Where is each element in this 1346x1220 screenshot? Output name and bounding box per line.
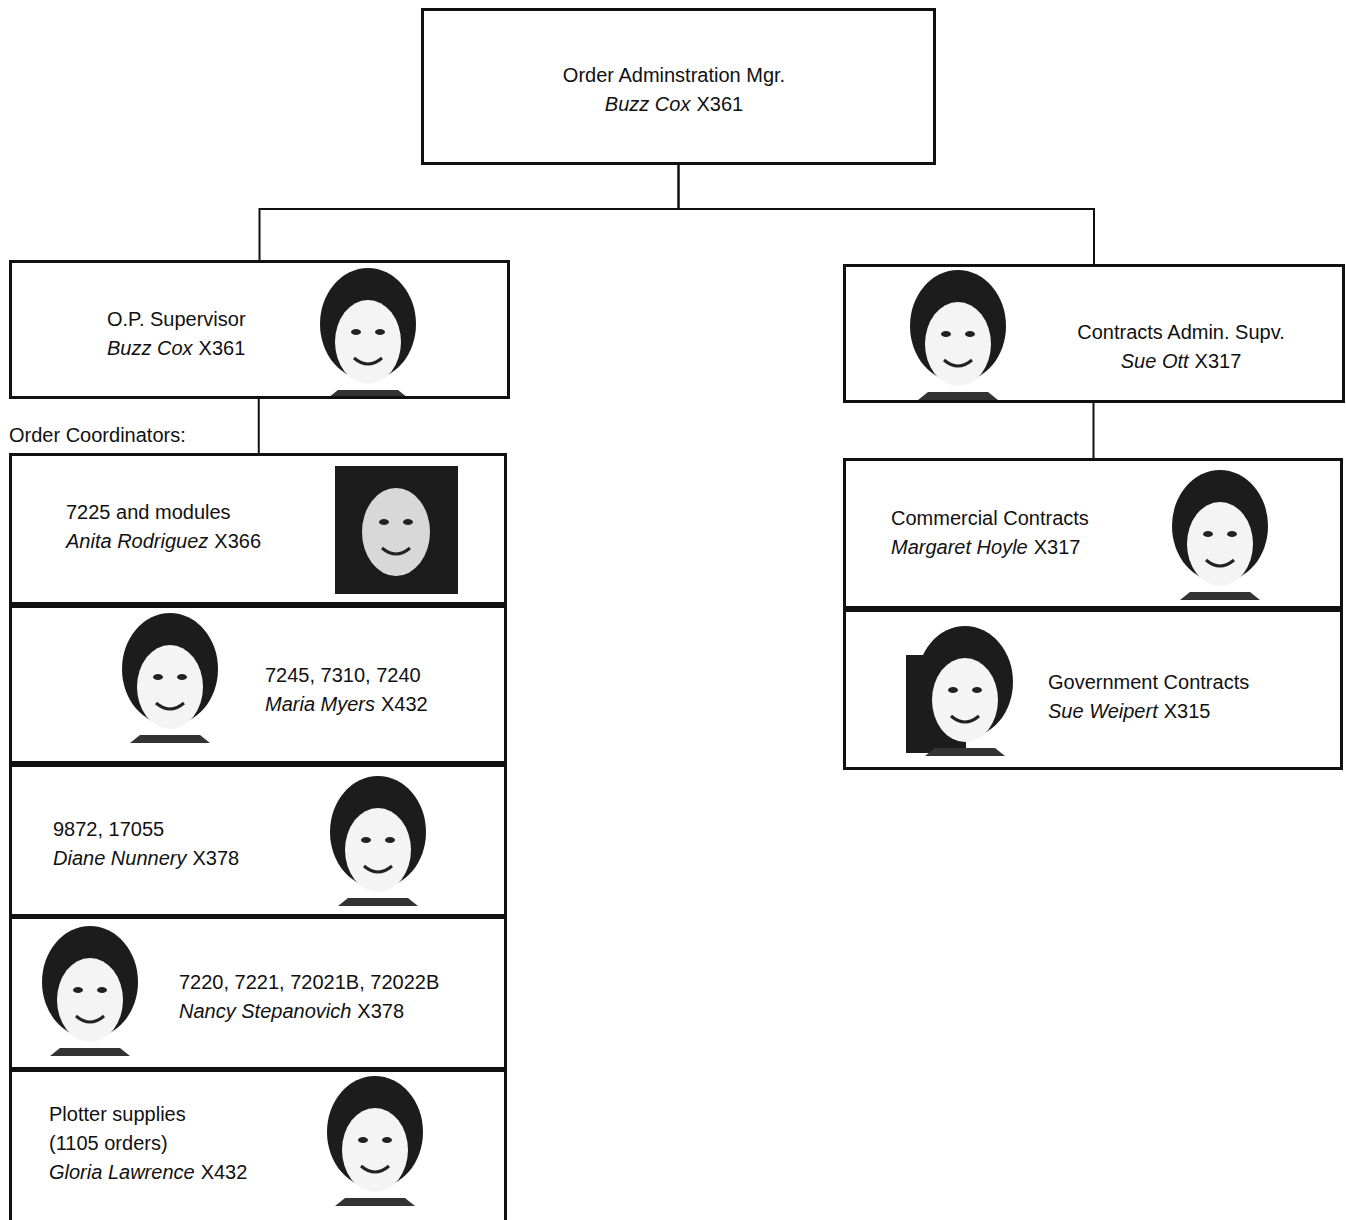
portrait	[906, 626, 1013, 756]
person-name: Maria Myers	[265, 693, 375, 715]
portrait	[42, 926, 138, 1056]
person-name: Anita Rodriguez	[66, 530, 208, 552]
manager-box: Order Adminstration Mgr.Buzz CoxX361	[421, 8, 936, 165]
phone-extension: X361	[696, 93, 743, 115]
person-name: Diane Nunnery	[53, 847, 186, 869]
box-text: 7225 and modulesAnita Rodriguez X366	[66, 498, 261, 556]
portrait	[320, 268, 416, 398]
role-title: Plotter supplies (1105 orders)	[49, 1100, 229, 1158]
person-name: Sue Ott	[1121, 350, 1189, 372]
phone-extension: X378	[357, 1000, 404, 1022]
box-text: 7220, 7221, 72021B, 72022BNancy Stepanov…	[179, 968, 439, 1026]
portrait	[122, 613, 218, 743]
phone-extension: X315	[1164, 700, 1211, 722]
phone-extension: X317	[1034, 536, 1081, 558]
role-title: Government Contracts	[1048, 668, 1249, 697]
name-line: Sue Weipert X315	[1048, 697, 1249, 726]
role-title: 7220, 7221, 72021B, 72022B	[179, 968, 439, 997]
reporting-line	[260, 165, 679, 260]
box-text: Contracts Admin. Supv. Sue Ott X317	[1046, 318, 1316, 376]
supervisor-box: Contracts Admin. Supv. Sue Ott X317	[843, 264, 1345, 403]
portrait	[335, 466, 458, 594]
group-label: Order Coordinators:	[9, 421, 186, 450]
role-title: Commercial Contracts	[891, 504, 1089, 533]
phone-extension: X361	[199, 337, 246, 359]
reporting-line	[1093, 403, 1095, 458]
name-line: Diane Nunnery X378	[53, 844, 239, 873]
phone-extension: X432	[201, 1161, 248, 1183]
staff-box: 7225 and modulesAnita Rodriguez X366	[9, 453, 507, 605]
staff-box: 7220, 7221, 72021B, 72022BNancy Stepanov…	[9, 916, 507, 1070]
phone-extension: X432	[381, 693, 428, 715]
name-line: Buzz CoxX361	[424, 90, 924, 119]
name-line: Gloria Lawrence X432	[49, 1158, 247, 1187]
staff-box: 9872, 17055Diane Nunnery X378	[9, 764, 507, 917]
name-line: Sue Ott X317	[1046, 347, 1316, 376]
person-name: Sue Weipert	[1048, 700, 1158, 722]
person-name: Buzz Cox	[107, 337, 193, 359]
portrait	[910, 270, 1006, 400]
portrait	[1172, 470, 1268, 600]
supervisor-box: O.P. SupervisorBuzz Cox X361	[9, 260, 510, 399]
phone-extension: X378	[192, 847, 239, 869]
person-name: Buzz Cox	[605, 93, 691, 115]
portrait	[327, 1076, 423, 1206]
name-line: Nancy Stepanovich X378	[179, 997, 439, 1026]
box-text: Government ContractsSue Weipert X315	[1048, 668, 1249, 726]
role-title: 7225 and modules	[66, 498, 261, 527]
box-text: Commercial ContractsMargaret Hoyle X317	[891, 504, 1089, 562]
person-name: Nancy Stepanovich	[179, 1000, 351, 1022]
staff-box: Government ContractsSue Weipert X315	[843, 609, 1343, 770]
name-line: Anita Rodriguez X366	[66, 527, 261, 556]
phone-extension: X366	[214, 530, 261, 552]
reporting-line	[679, 165, 1095, 264]
box-text: Plotter supplies (1105 orders)Gloria Law…	[49, 1100, 247, 1187]
name-line: Buzz Cox X361	[107, 334, 246, 363]
box-text: 7245, 7310, 7240Maria Myers X432	[265, 661, 428, 719]
phone-extension: X317	[1195, 350, 1242, 372]
box-text: Order Adminstration Mgr.Buzz CoxX361	[424, 61, 924, 119]
staff-box: 7245, 7310, 7240Maria Myers X432	[9, 605, 507, 764]
role-title: Contracts Admin. Supv.	[1046, 318, 1316, 347]
box-text: O.P. SupervisorBuzz Cox X361	[107, 305, 246, 363]
role-title: O.P. Supervisor	[107, 305, 246, 334]
portrait	[314, 776, 438, 906]
staff-box: Plotter supplies (1105 orders)Gloria Law…	[9, 1069, 507, 1220]
person-name: Margaret Hoyle	[891, 536, 1028, 558]
staff-box: Commercial ContractsMargaret Hoyle X317	[843, 458, 1343, 609]
reporting-line	[258, 399, 260, 453]
box-text: 9872, 17055Diane Nunnery X378	[53, 815, 239, 873]
person-name: Gloria Lawrence	[49, 1161, 195, 1183]
role-title: 9872, 17055	[53, 815, 239, 844]
name-line: Maria Myers X432	[265, 690, 428, 719]
role-title: Order Adminstration Mgr.	[424, 61, 924, 90]
name-line: Margaret Hoyle X317	[891, 533, 1089, 562]
role-title: 7245, 7310, 7240	[265, 661, 428, 690]
